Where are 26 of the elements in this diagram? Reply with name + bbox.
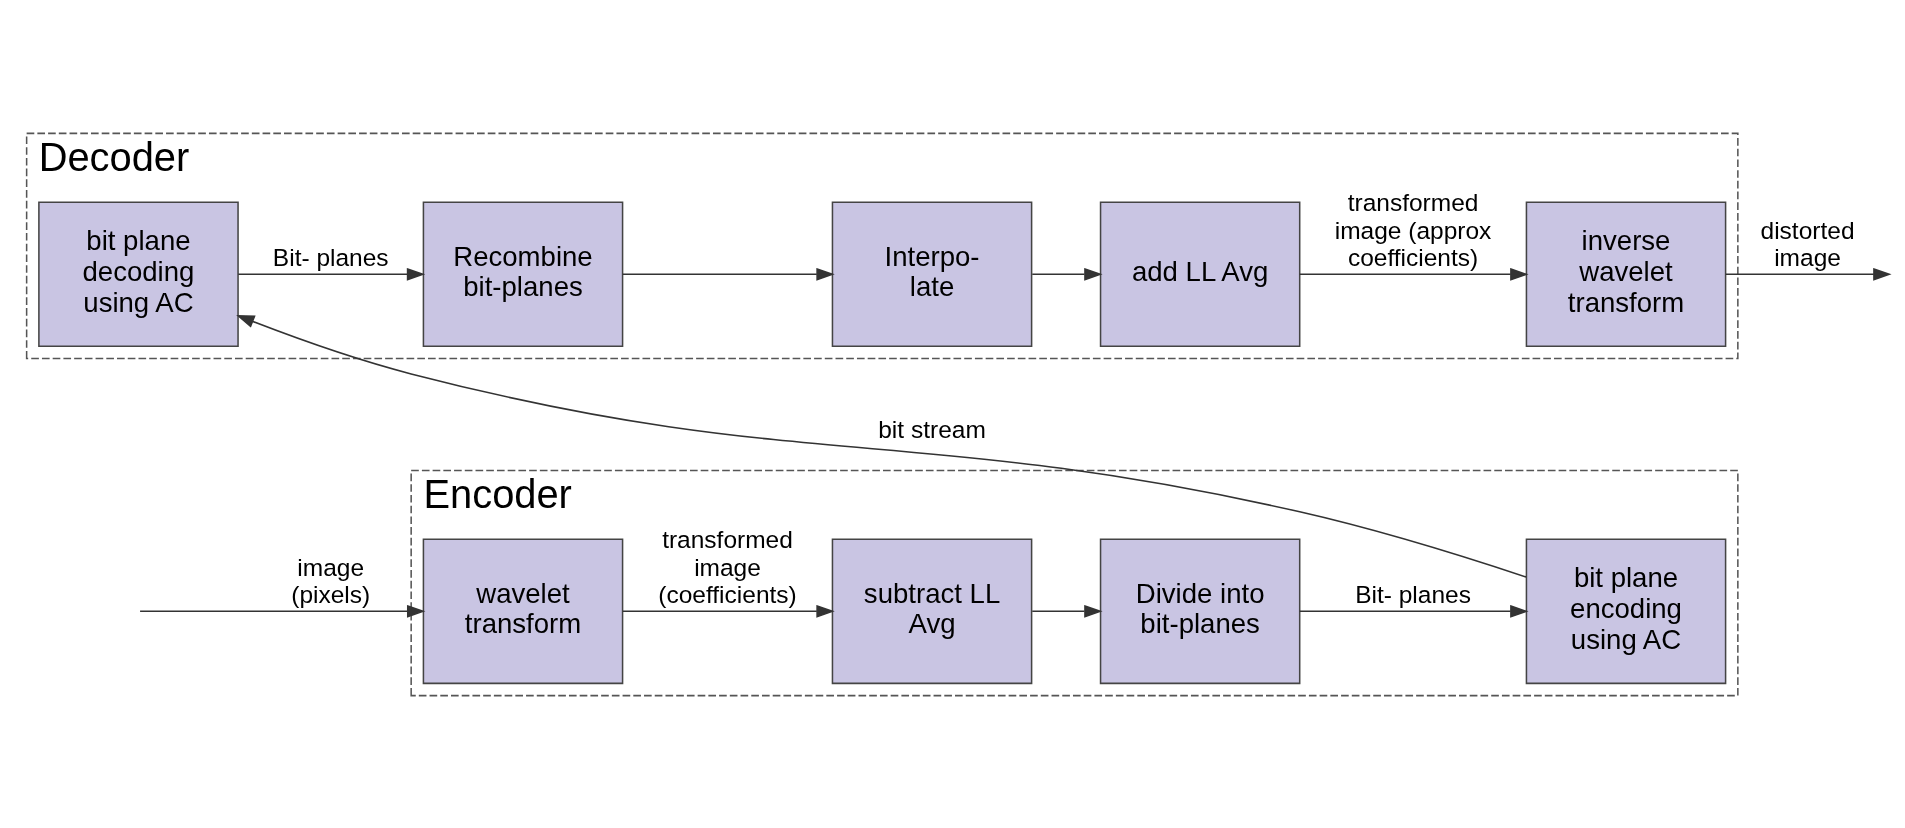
- arrow: [1031, 267, 1103, 281]
- edge-label: Bit- planes: [272, 243, 389, 271]
- arrow: [622, 267, 835, 281]
- node-box: Recombine bit-planes: [422, 201, 624, 347]
- edge-label: distorted image: [1760, 216, 1855, 271]
- node-box: bit plane decoding using AC: [38, 201, 239, 347]
- node-box: Divide into bit-planes: [1099, 538, 1301, 684]
- arrow: [236, 314, 1527, 578]
- node-box: add LL Avg: [1099, 201, 1301, 347]
- node-box: wavelet transform: [422, 538, 624, 684]
- edge-label: transformed image (approx coefficients): [1334, 188, 1492, 271]
- edge-label: transformed image (coefficients): [658, 525, 797, 608]
- arrow: [1298, 267, 1529, 281]
- node-box: bit plane encoding using AC: [1525, 538, 1727, 684]
- arrow: [1725, 267, 1892, 281]
- edge-label: bit stream: [878, 415, 986, 443]
- arrow: [139, 604, 426, 618]
- edge-label: image (pixels): [291, 553, 371, 608]
- arrow: [237, 267, 426, 281]
- node-box: subtract LL Avg: [831, 538, 1033, 684]
- node-box: inverse wavelet transform: [1525, 201, 1727, 347]
- arrow: [622, 604, 835, 618]
- edge-label: Bit- planes: [1355, 580, 1471, 608]
- arrow: [1031, 604, 1103, 618]
- node-box: Interpo- late: [831, 201, 1033, 347]
- arrow: [1298, 604, 1529, 618]
